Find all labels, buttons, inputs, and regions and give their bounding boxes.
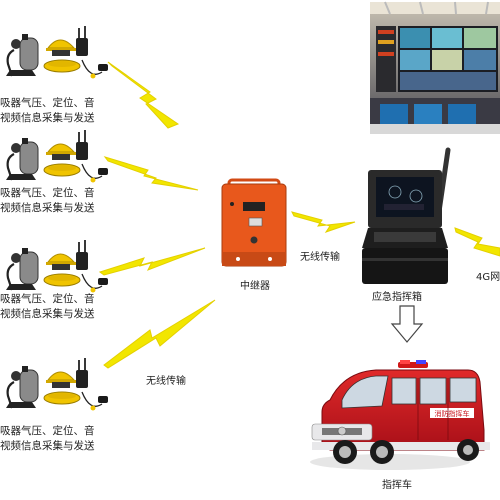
lightning-bolt-3 — [98, 247, 206, 276]
helmet-icon — [46, 39, 76, 56]
equipment-group-1 — [6, 26, 108, 79]
caption-line-2: 视频信息采集与发送 — [0, 202, 95, 214]
equipment-group-4 — [4, 356, 110, 412]
breathing-apparatus-icon — [6, 34, 39, 77]
equipment-group-3 — [4, 238, 110, 294]
caption-line-2: 视频信息采集与发送 — [0, 112, 95, 124]
handheld-device-icon — [81, 59, 108, 79]
command-vehicle: 消防指挥车 — [310, 360, 490, 470]
control-room-image — [370, 1, 500, 134]
lightning-bolt-6 — [454, 227, 500, 257]
command-case-device — [362, 147, 451, 284]
equipment-caption-3: 吸器气压、定位、音 视频信息采集与发送 — [0, 292, 95, 322]
caption-line-2: 视频信息采集与发送 — [0, 308, 95, 320]
lightning-bolt-1 — [107, 61, 180, 129]
equipment-caption-1: 吸器气压、定位、音 视频信息采集与发送 — [0, 96, 95, 126]
transmitter-icon — [76, 26, 88, 56]
vehicle-label: 指挥车 — [382, 480, 412, 491]
pouch-icon — [43, 59, 81, 73]
equipment-group-2 — [4, 128, 110, 184]
lightning-bolt-4 — [103, 299, 216, 369]
lightning-bolt-2 — [103, 156, 199, 191]
down-arrow-icon — [390, 305, 424, 343]
command-box-label: 应急指挥箱 — [372, 292, 422, 303]
caption-line-1: 吸器气压、定位、音 — [0, 187, 95, 199]
wireless-label-lower: 无线传输 — [146, 376, 186, 387]
repeater-label: 中继器 — [240, 281, 270, 292]
caption-line-1: 吸器气压、定位、音 — [0, 293, 95, 305]
equipment-caption-4: 吸器气压、定位、音 视频信息采集与发送 — [0, 424, 95, 454]
equipment-caption-2: 吸器气压、定位、音 视频信息采集与发送 — [0, 186, 95, 216]
caption-line-1: 吸器气压、定位、音 — [0, 425, 95, 437]
caption-line-1: 吸器气压、定位、音 — [0, 97, 95, 109]
lightning-bolt-5 — [291, 211, 356, 233]
repeater-device — [221, 178, 287, 267]
network-4g-label: 4G网 — [476, 272, 500, 283]
caption-line-2: 视频信息采集与发送 — [0, 440, 95, 452]
wireless-label-upper: 无线传输 — [300, 252, 340, 263]
vehicle-side-text: 消防指挥车 — [435, 409, 470, 418]
